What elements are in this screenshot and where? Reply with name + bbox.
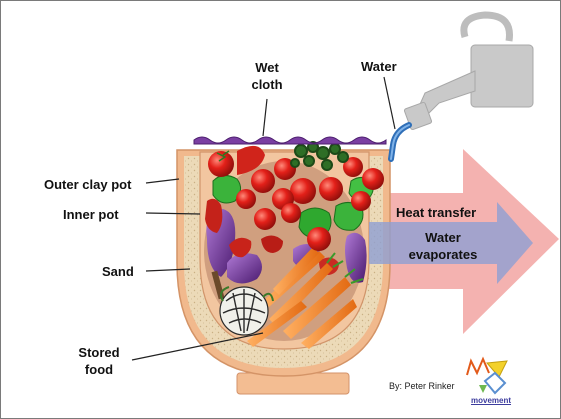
credit-text: By: Peter Rinker (389, 381, 455, 391)
stored-food-label-line2: food (69, 361, 129, 378)
stored-food-label-line1: Stored (69, 344, 129, 361)
wet-cloth-label-line2: cloth (237, 76, 297, 93)
water-label: Water (361, 58, 397, 75)
water-evaporates-label: Water evaporates (393, 229, 493, 263)
outer-clay-pot-label: Outer clay pot (44, 176, 131, 193)
wet-cloth (194, 137, 386, 144)
inner-pot-label: Inner pot (63, 206, 119, 223)
sand-label: Sand (102, 263, 134, 280)
wet-cloth-leader (263, 99, 267, 136)
water-evaporates-label-line2: evaporates (393, 246, 493, 263)
water-leader (384, 77, 395, 129)
wet-cloth-label-line1: Wet (237, 59, 297, 76)
outer-clay-pot-leader (146, 179, 179, 183)
logo-text: movement (471, 396, 511, 405)
watering-can-icon (404, 15, 533, 130)
heat-transfer-label: Heat transfer (396, 204, 476, 221)
movement-logo-icon (467, 359, 507, 393)
wet-cloth-label: Wet cloth (237, 59, 297, 93)
stored-food-label: Stored food (69, 344, 129, 378)
water-evaporates-label-line1: Water (393, 229, 493, 246)
